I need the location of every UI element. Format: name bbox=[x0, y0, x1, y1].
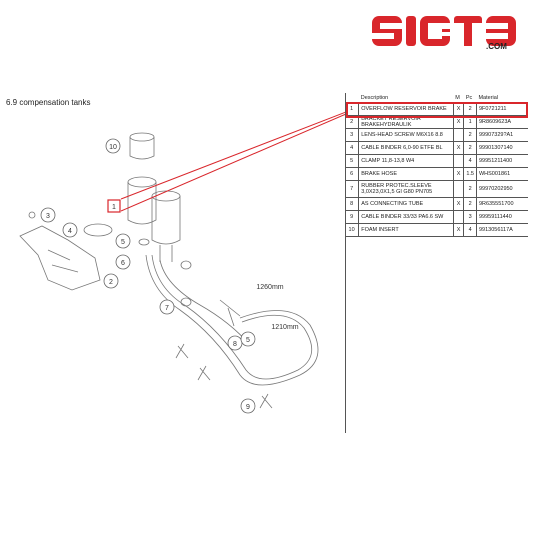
row-pc: 2 bbox=[463, 128, 477, 142]
row-no: 1 bbox=[345, 102, 360, 116]
row-pc: 2 bbox=[463, 180, 477, 198]
row-m: X bbox=[453, 102, 465, 116]
row-pc: 2 bbox=[463, 141, 477, 155]
table-row[interactable]: 10 FOAM INSERT X 4 9913056117A bbox=[345, 223, 528, 237]
row-m bbox=[453, 210, 465, 224]
row-pc: 2 bbox=[463, 102, 477, 116]
row-m: X bbox=[453, 115, 465, 129]
row-pc: 2 bbox=[463, 197, 477, 211]
row-material: 9913056117A bbox=[476, 223, 528, 237]
callout-5a: 5 bbox=[121, 239, 125, 246]
table-divider bbox=[345, 93, 346, 433]
table-row[interactable]: 8 AS CONNECTING TUBE X 2 9R635551700 bbox=[345, 197, 528, 211]
section-title: 6.9 compensation tanks bbox=[6, 98, 91, 107]
row-description: FOAM INSERT bbox=[358, 223, 454, 237]
row-no: 5 bbox=[345, 154, 360, 168]
row-description: LENS-HEAD SCREW M6X16 8.8 bbox=[358, 128, 454, 142]
row-description: RUBBER PROTEC.SLEEVE 3,0X23,0X1,5 GI G80… bbox=[358, 180, 454, 198]
row-m: X bbox=[453, 223, 465, 237]
callout-5b: 5 bbox=[246, 337, 250, 344]
dimension-1210: 1210mm bbox=[271, 324, 298, 331]
row-description: CABLE BINDER 6,0-90 ETFE BL bbox=[358, 141, 454, 155]
table-row[interactable]: 5 CLAMP 11,8-13,8 W4 4 99951211400 bbox=[345, 154, 528, 168]
parts-table: Description M Pc Material 1 OVERFLOW RES… bbox=[345, 93, 528, 237]
row-m bbox=[453, 154, 465, 168]
row-material: 99970202950 bbox=[476, 180, 528, 198]
logo-domain: .COM bbox=[486, 42, 507, 51]
row-no: 2 bbox=[345, 115, 360, 129]
table-row[interactable]: 4 CABLE BINDER 6,0-90 ETFE BL X 2 999013… bbox=[345, 141, 528, 155]
row-material: 9R8609623A bbox=[476, 115, 528, 129]
row-no: 3 bbox=[345, 128, 360, 142]
row-no: 7 bbox=[345, 180, 360, 198]
row-m bbox=[453, 128, 465, 142]
callout-10: 10 bbox=[109, 144, 117, 151]
table-row[interactable]: 2 BRACKET RESERVOIR BRAKEHYDRAULIK X 1 9… bbox=[345, 115, 528, 129]
row-material: 99959111440 bbox=[476, 210, 528, 224]
row-description: OVERFLOW RESERVOIR BRAKE bbox=[358, 102, 454, 116]
row-description: BRACKET RESERVOIR BRAKEHYDRAULIK bbox=[358, 115, 454, 129]
callout-2: 2 bbox=[109, 279, 113, 286]
row-no: 9 bbox=[345, 210, 360, 224]
row-no: 10 bbox=[345, 223, 360, 237]
row-pc: 1.5 bbox=[463, 167, 477, 181]
row-pc: 1 bbox=[463, 115, 477, 129]
table-row[interactable]: 1 OVERFLOW RESERVOIR BRAKE X 2 9F0721211 bbox=[345, 102, 528, 116]
row-material: 99951211400 bbox=[476, 154, 528, 168]
row-description: AS CONNECTING TUBE bbox=[358, 197, 454, 211]
table-row[interactable]: 3 LENS-HEAD SCREW M6X16 8.8 2 99907329?A… bbox=[345, 128, 528, 142]
row-m: X bbox=[453, 141, 465, 155]
table-row[interactable]: 9 CABLE BINDER 33/33 PA6.6 SW 3 99959111… bbox=[345, 210, 528, 224]
parts-diagram: 10 1 3 4 5 6 2 7 8 5 9 1260mm 1210mm bbox=[19, 111, 345, 414]
row-no: 4 bbox=[345, 141, 360, 155]
row-pc: 3 bbox=[463, 210, 477, 224]
table-row[interactable]: 7 RUBBER PROTEC.SLEEVE 3,0X23,0X1,5 GI G… bbox=[345, 180, 528, 198]
row-material: 9R635551700 bbox=[476, 197, 528, 211]
row-pc: 4 bbox=[463, 154, 477, 168]
row-pc: 4 bbox=[463, 223, 477, 237]
callout-7: 7 bbox=[165, 305, 169, 312]
row-material: 99901307140 bbox=[476, 141, 528, 155]
row-material: WHS001861 bbox=[476, 167, 528, 181]
sigt3-logo[interactable] bbox=[368, 10, 518, 54]
row-m: X bbox=[453, 167, 465, 181]
callout-4: 4 bbox=[68, 228, 72, 235]
row-m bbox=[453, 180, 465, 198]
selected-row-highlight bbox=[346, 102, 528, 118]
row-description: CABLE BINDER 33/33 PA6.6 SW bbox=[358, 210, 454, 224]
callout-6: 6 bbox=[121, 260, 125, 267]
callout-9: 9 bbox=[246, 404, 250, 411]
table-row[interactable]: 6 BRAKE HOSE X 1.5 WHS001861 bbox=[345, 167, 528, 181]
row-description: CLAMP 11,8-13,8 W4 bbox=[358, 154, 454, 168]
row-material: 99907329?A1 bbox=[476, 128, 528, 142]
dimension-1260: 1260mm bbox=[256, 284, 283, 291]
row-material: 9F0721211 bbox=[476, 102, 528, 116]
row-no: 6 bbox=[345, 167, 360, 181]
callout-1: 1 bbox=[112, 204, 116, 211]
callout-3: 3 bbox=[46, 213, 50, 220]
callout-8: 8 bbox=[233, 341, 237, 348]
row-m: X bbox=[453, 197, 465, 211]
row-description: BRAKE HOSE bbox=[358, 167, 454, 181]
row-no: 8 bbox=[345, 197, 360, 211]
